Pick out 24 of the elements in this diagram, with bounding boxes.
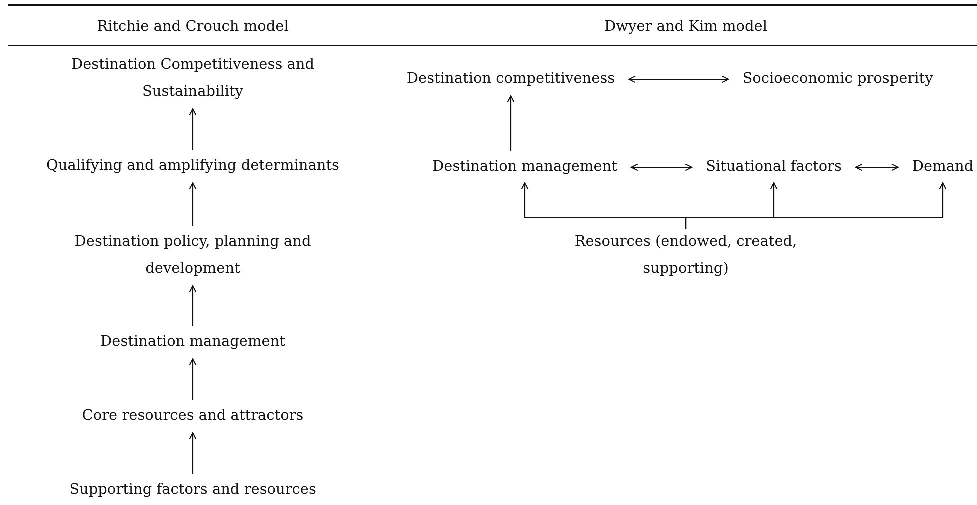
node-text: Destination competitiveness [406, 66, 616, 93]
node-text: Resources (endowed, created, supporting) [536, 229, 836, 283]
node-text: Demand [912, 154, 974, 181]
arrow [630, 164, 693, 172]
arrow [189, 285, 197, 326]
arrow [685, 182, 947, 229]
node-text: Socioeconomic prosperity [742, 66, 934, 93]
column-header: Ritchie and Crouch model [97, 18, 289, 37]
arrow [855, 164, 899, 172]
arrow [189, 108, 197, 150]
node-text: Destination management [432, 154, 618, 181]
node-text: Situational factors [706, 154, 842, 181]
arrow [628, 76, 730, 84]
node-text: Destination Competitiveness and Sustainability [68, 52, 318, 106]
arrow [189, 182, 197, 226]
node-text: Qualifying and amplifying determinants [46, 153, 340, 180]
arrow [189, 432, 197, 474]
node-text: Destination policy, planning and development [68, 229, 318, 283]
node-text: Supporting factors and resources [70, 477, 316, 504]
node-text: Core resources and attractors [82, 403, 304, 430]
column-header: Dwyer and Kim model [604, 18, 768, 37]
node-text: Destination management [100, 329, 286, 356]
arrow [189, 358, 197, 400]
arrow [507, 95, 515, 151]
